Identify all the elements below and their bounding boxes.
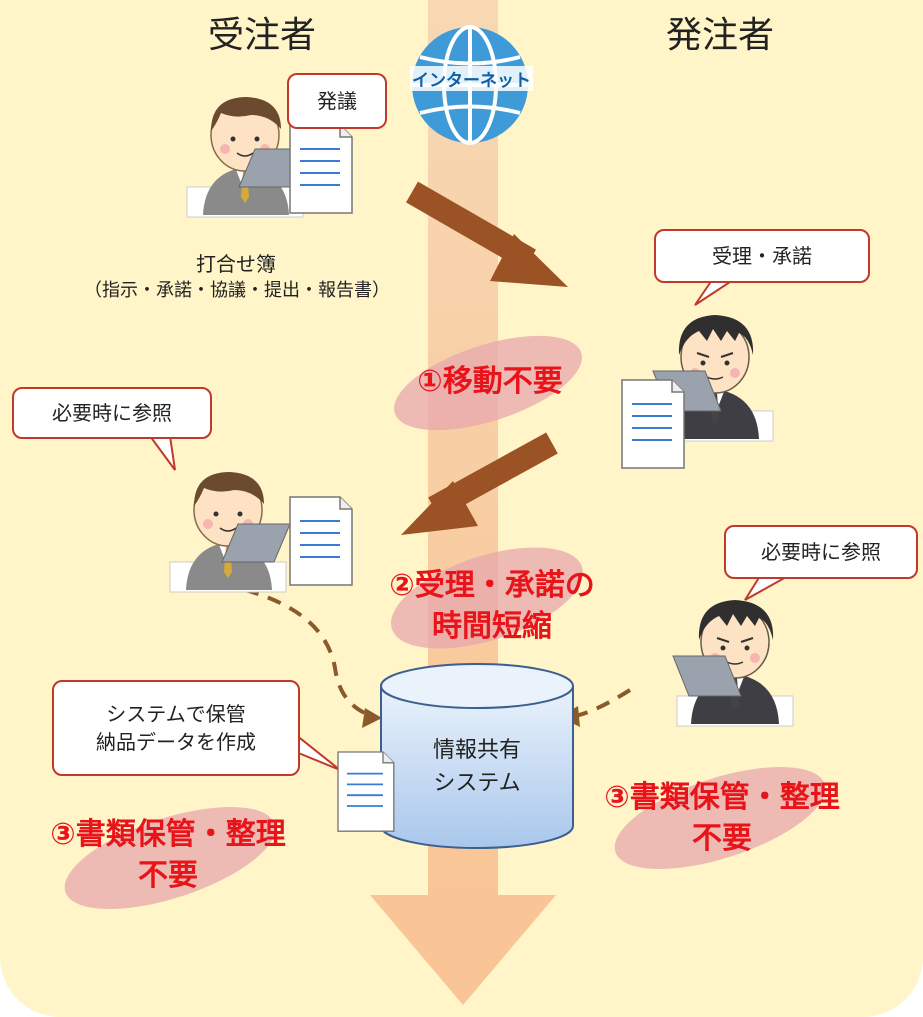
database-label-line1: 情報共有	[432, 738, 521, 763]
arrow-to-client	[406, 181, 568, 287]
benefit-shorten-line1: ②受理・承諾の	[389, 568, 595, 603]
benefit-no-filing-client-line2: 不要	[692, 820, 752, 856]
document-icon	[337, 751, 395, 833]
document-icon	[621, 379, 685, 469]
benefit-blob	[614, 766, 826, 870]
benefit-no-filing-contractor-line1: ③書類保管・整理	[50, 817, 286, 852]
document-icon	[289, 124, 353, 214]
contractor-person-icon	[169, 471, 291, 593]
benefit-blob	[391, 547, 583, 649]
benefit-no-filing-contractor-line2: 不要	[138, 857, 198, 893]
propose-bubble: 発議	[287, 73, 387, 129]
benefit-blob	[64, 806, 276, 910]
benefit-no-travel: ①移動不要	[417, 364, 563, 399]
internet-label: インターネット	[410, 66, 533, 91]
contractor-label: 受注者	[208, 15, 317, 56]
document-caption-title: 打合せ簿	[196, 252, 276, 276]
database-label: 情報共有 システム	[400, 734, 554, 800]
database-icon	[380, 663, 574, 849]
refer-bubble-client: 必要時に参照	[724, 525, 918, 579]
dashed-arrow-right	[574, 688, 632, 718]
store-bubble: システムで保管 納品データを作成	[52, 680, 300, 776]
dashed-arrow-left	[244, 588, 373, 718]
document-icon	[289, 496, 353, 586]
store-bubble-line1: システムで保管	[106, 702, 246, 726]
benefit-shorten-time: ②受理・承諾の 時間短縮	[372, 566, 612, 647]
client-label: 発注者	[666, 15, 775, 56]
document-caption-types: （指示・承諾・協議・提出・報告書）	[84, 280, 390, 301]
benefit-blob	[394, 335, 582, 431]
database-label-line2: システム	[433, 771, 521, 796]
flow-down-arrow	[370, 895, 556, 1005]
refer-bubble-contractor: 必要時に参照	[12, 387, 212, 439]
accept-bubble: 受理・承諾	[654, 229, 870, 283]
benefit-no-filing-contractor: ③書類保管・整理 不要	[18, 815, 318, 896]
benefit-no-filing-client-line1: ③書類保管・整理	[604, 780, 840, 815]
benefit-shorten-line2: 時間短縮	[432, 608, 552, 644]
benefit-no-filing-client: ③書類保管・整理 不要	[572, 778, 872, 859]
client-person-icon	[672, 599, 794, 727]
store-bubble-line2: 納品データを作成	[96, 730, 256, 754]
arrow-to-contractor	[401, 432, 558, 535]
